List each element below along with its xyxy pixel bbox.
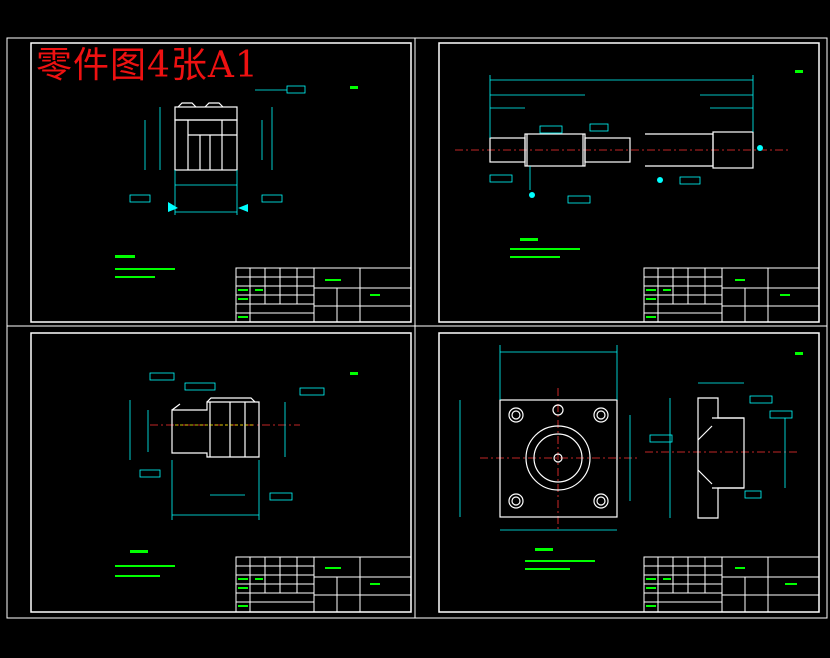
sheet-2-inner-frame — [438, 42, 820, 323]
sheet-3-dimensions — [129, 372, 325, 520]
inner-frames — [30, 42, 820, 613]
sheet-4-section — [697, 397, 745, 519]
title-block-text-marks — [238, 279, 797, 607]
sheet-1-title-block — [235, 267, 412, 323]
sheet-3-title-block — [235, 556, 412, 613]
sheet-3-outer-frame — [6, 325, 416, 619]
sheet-1-notes — [115, 86, 358, 278]
sheet-1-datum-marks — [168, 202, 248, 212]
sheet-2-shaft — [489, 131, 754, 169]
sheet-4-center-lines — [480, 388, 800, 530]
sheet-2-markers — [529, 145, 763, 198]
sheet-4-notes — [525, 352, 803, 570]
sheet-3-notes — [115, 372, 358, 577]
sheet-4-outer-frame — [414, 325, 828, 619]
sheet-1-drawing — [115, 85, 358, 278]
sheet-2-drawing — [455, 70, 803, 258]
sheet-4-drawing — [459, 345, 803, 570]
sheet-3-part — [171, 397, 260, 458]
outer-frames — [6, 37, 828, 619]
sheet-2-outer-frame — [414, 37, 828, 327]
sheet-4-plate — [499, 399, 618, 518]
sheet-1-dimensions — [129, 85, 306, 215]
title-blocks — [235, 267, 820, 613]
sheet-4-inner-frame — [438, 332, 820, 613]
sheet-2-dimensions — [489, 75, 754, 204]
sheet-1-inner-frame — [30, 42, 412, 323]
sheet-2-notes — [510, 70, 803, 258]
sheet-4-dimensions — [459, 345, 793, 531]
drawing-set-title: 零件图4张A1 — [36, 45, 259, 86]
sheet-1-part — [174, 102, 238, 171]
sheet-3-drawing — [115, 372, 358, 577]
sheet-2-title-block — [643, 267, 820, 323]
sheet-4-title-block — [643, 556, 820, 613]
sheet-3-inner-frame — [30, 332, 412, 613]
